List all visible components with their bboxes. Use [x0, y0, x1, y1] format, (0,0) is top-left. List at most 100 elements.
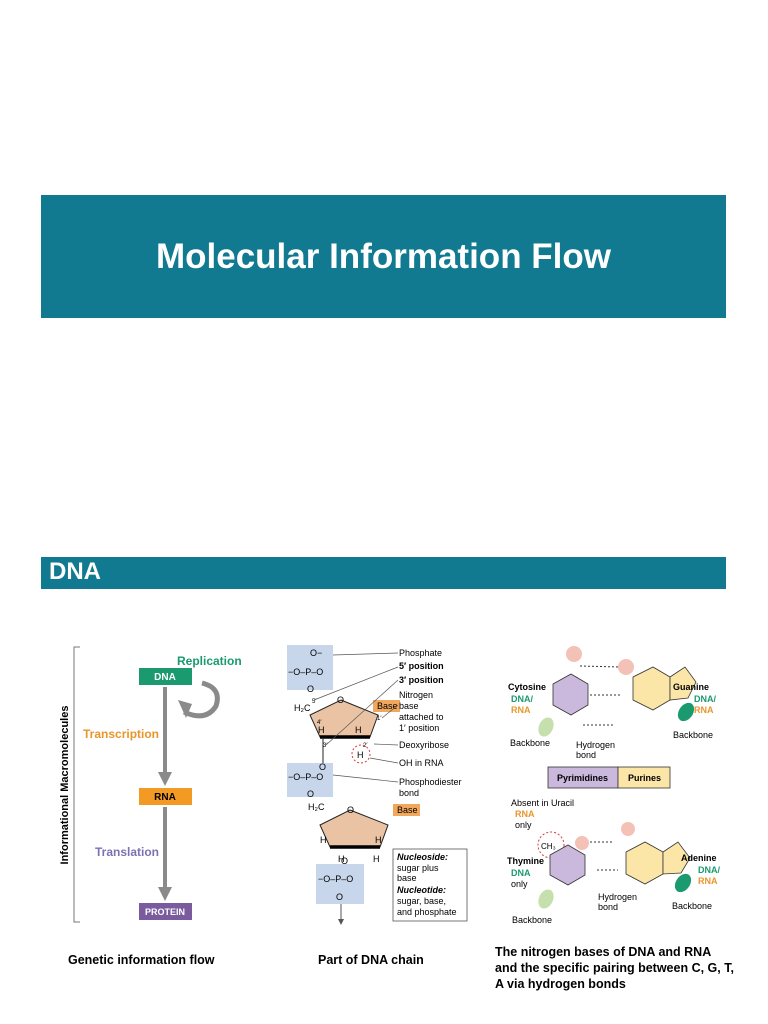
base-pairing-diagram: Cytosine DNA/ RNA Guanine DNA/ RNA Backb… — [507, 646, 720, 925]
adenine-backbone-icon — [674, 873, 692, 893]
section-title: DNA — [49, 558, 101, 585]
cytosine-backbone-icon — [538, 717, 554, 737]
guanine-backbone-label: Backbone — [673, 730, 713, 740]
leader-5prime — [313, 666, 399, 701]
phosphate-box-middle — [287, 763, 333, 797]
phosphate-box-top — [287, 645, 333, 690]
adenine-ring-5 — [662, 841, 691, 875]
h-label-5: H — [338, 854, 345, 864]
h-label-4: H — [375, 835, 382, 845]
legend-purines-label: Purines — [628, 773, 661, 783]
two-prime-label: 2′ — [363, 743, 368, 749]
thymine-backbone-icon — [538, 889, 554, 909]
leader-3prime — [325, 679, 399, 746]
axis-label: Informational Macromolecules — [59, 706, 71, 865]
h-highlight-2 — [621, 822, 635, 836]
replication-loop-arrow — [182, 680, 220, 719]
thymine-label: Thymine — [507, 856, 544, 866]
bases-caption: The nitrogen bases of DNA and RNA and th… — [495, 945, 734, 991]
nucleoside-desc-2: base — [397, 873, 417, 883]
nucleotide-desc-1: sugar, base, — [397, 896, 446, 906]
legend-purines — [617, 766, 671, 789]
h-highlight-1 — [566, 646, 582, 662]
four-prime-label: 4′ — [317, 720, 322, 726]
ring-oxygen-top: O — [337, 695, 344, 705]
base-box-bottom — [393, 804, 420, 816]
phosphate-row-middle: −O–P–O — [288, 772, 323, 782]
rna-box — [139, 788, 192, 805]
translation-label: Translation — [95, 845, 159, 859]
hbond-label-3: Hydrogen — [598, 892, 637, 902]
flow-caption: Genetic information flow — [68, 953, 215, 967]
h-label-6: H — [373, 854, 380, 864]
nitrogen-base-line-3: attached to — [399, 712, 444, 722]
h2c-top: H₂C — [294, 703, 311, 713]
cytosine-label: Cytosine — [508, 682, 546, 692]
cytosine-dna: DNA/ — [511, 694, 533, 704]
uracil-only-label: only — [515, 820, 532, 830]
h-label-1: H — [318, 725, 325, 735]
hbond-cg-1 — [579, 665, 621, 668]
title-banner: Molecular Information Flow — [41, 195, 726, 318]
phosphate-label: Phosphate — [399, 648, 442, 658]
thymine-dna: DNA — [511, 868, 531, 878]
thymine-ring — [549, 844, 586, 886]
hbond-label-1: Hydrogen — [576, 740, 615, 750]
phosphodiester-line-1: Phosphodiester — [399, 777, 462, 787]
guanine-dna: DNA/ — [694, 694, 716, 704]
adenine-label: Adenine — [681, 853, 717, 863]
thymine-only: only — [511, 879, 528, 889]
leader-phosphodiester — [332, 774, 399, 783]
chain-caption: Part of DNA chain — [318, 953, 424, 967]
dna-box — [139, 668, 192, 685]
rna-label: RNA — [154, 792, 176, 803]
three-prime-position-label: 3′ position — [399, 675, 444, 685]
leader-deoxyribose — [373, 743, 399, 746]
phosphate-row-bottom: −O–P–O — [318, 874, 353, 884]
replication-arrowhead — [178, 700, 192, 718]
replication-label: Replication — [177, 654, 242, 668]
methyl-label: CH₃ — [541, 842, 556, 851]
h-label-2prime: H — [357, 750, 364, 760]
protein-label: PROTEIN — [145, 907, 185, 917]
nucleoside-desc-1: sugar plus — [397, 863, 439, 873]
thymine-backbone-label: Backbone — [512, 915, 552, 925]
legend-pyrimidines-label: Pyrimidines — [557, 773, 608, 783]
section-header-bar: DNA — [41, 557, 726, 589]
oh-in-rna-circle — [351, 744, 371, 764]
h2c-bottom: H₂C — [308, 802, 325, 812]
hbond-label-2: bond — [576, 750, 596, 760]
o-highlight-2 — [575, 836, 589, 850]
phosphate-row-top: −O–P–O — [288, 667, 323, 677]
guanine-backbone-icon — [677, 702, 695, 722]
phosphate-o-bottom: O — [307, 684, 314, 694]
phosphate-box-bottom — [316, 864, 364, 904]
base-label-top: Base — [377, 701, 398, 711]
three-prime-label: 3′ — [323, 743, 328, 749]
adenine-backbone-label: Backbone — [672, 901, 712, 911]
transcription-label: Transcription — [83, 727, 159, 741]
guanine-rna: RNA — [694, 705, 714, 715]
nitrogen-base-line-1: Nitrogen — [399, 690, 433, 700]
phosphodiester-line-2: bond — [399, 788, 419, 798]
adenine-rna: RNA — [698, 876, 718, 886]
leader-phosphate — [332, 652, 399, 656]
leader-nitrogen-base — [381, 704, 399, 719]
one-prime-label: 1′ — [377, 716, 382, 722]
nitrogen-base-line-2: base — [399, 701, 419, 711]
dna-chain-diagram: O− −O–P–O O H₂C 5′ O 4′ 1′ 3′ 2′ H H H B… — [287, 645, 468, 925]
ring-oxygen-bottom: O — [347, 805, 354, 815]
uracil-rna-label: RNA — [515, 809, 535, 819]
guanine-label: Guanine — [673, 682, 709, 692]
adenine-ring-6 — [625, 841, 664, 885]
base-label-bottom: Base — [397, 805, 418, 815]
absent-in-uracil-label: Absent in Uracil — [511, 798, 574, 808]
cytosine-rna: RNA — [511, 705, 531, 715]
nitrogen-base-line-4: 1′ position — [399, 723, 439, 733]
nucleotide-title: Nucleotide: — [397, 885, 446, 895]
ester-o-top: O — [319, 762, 326, 772]
oh-in-rna-label: OH in RNA — [399, 758, 444, 768]
nucleotide-desc-2: and phosphate — [397, 907, 457, 917]
adenine-dna: DNA/ — [698, 865, 720, 875]
